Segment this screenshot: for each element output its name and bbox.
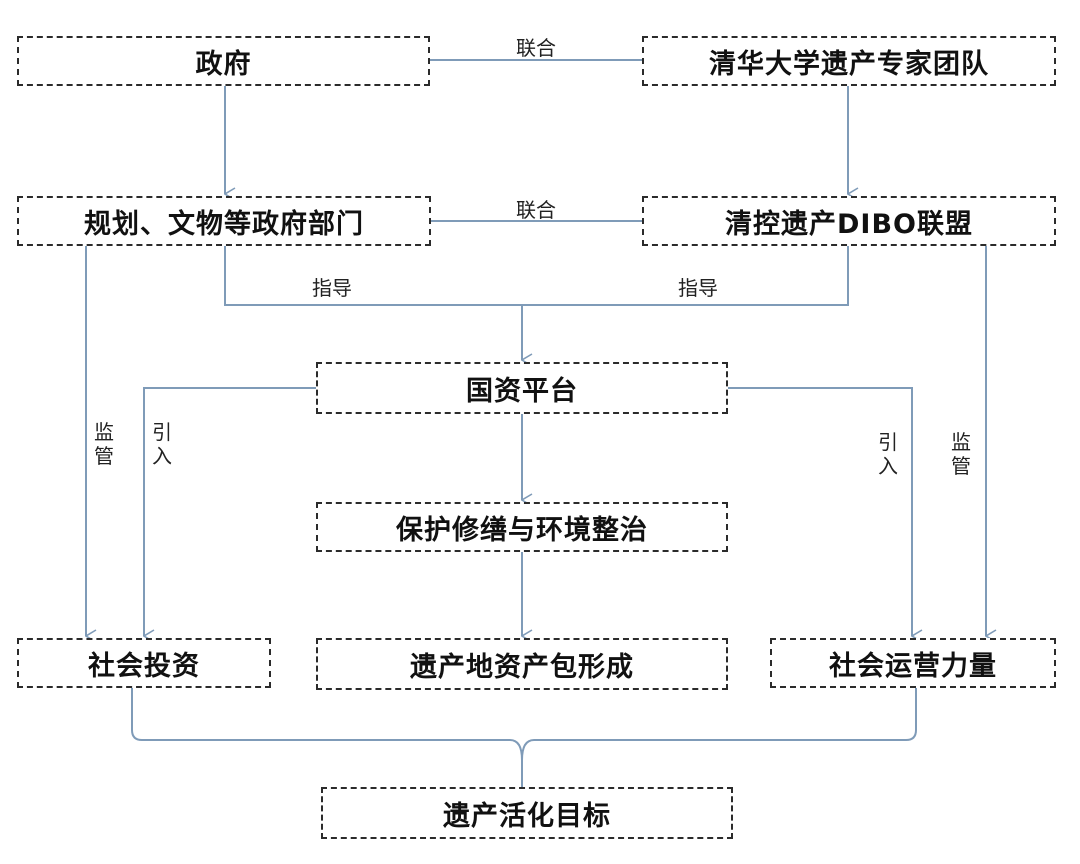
node-tsinghua-team: 清华大学遗产专家团队 xyxy=(642,36,1056,86)
edge-label-union-mid: 联合 xyxy=(516,198,556,222)
node-goal: 遗产活化目标 xyxy=(321,787,733,839)
edge-label-supervise-right: 监管 xyxy=(951,430,971,478)
edge-label-supervise-left: 监管 xyxy=(94,420,114,468)
node-protection-label: 保护修缮与环境整治 xyxy=(396,514,648,546)
arrow-introduce-right xyxy=(728,387,912,636)
arrow-introduce-left xyxy=(143,387,316,636)
node-social-investment-label: 社会投资 xyxy=(88,650,200,682)
edge-label-guide-left: 指导 xyxy=(312,276,352,300)
node-state-platform: 国资平台 xyxy=(316,362,728,414)
edge-label-guide-right: 指导 xyxy=(678,276,718,300)
edge-label-introduce-left: 引入 xyxy=(152,420,172,468)
node-government-label: 政府 xyxy=(195,48,252,80)
node-social-investment: 社会投资 xyxy=(17,638,271,688)
node-protection: 保护修缮与环境整治 xyxy=(316,502,728,552)
link-guide xyxy=(224,246,849,306)
node-gov-departments: 规划、文物等政府部门 xyxy=(17,196,431,246)
node-state-platform-label: 国资平台 xyxy=(466,375,578,407)
node-dibo-alliance: 清控遗产DIBO联盟 xyxy=(642,196,1056,246)
node-goal-label: 遗产活化目标 xyxy=(443,800,611,832)
brace-to-goal xyxy=(131,688,917,761)
edge-label-introduce-right: 引入 xyxy=(878,430,898,478)
node-asset-package-label: 遗产地资产包形成 xyxy=(410,651,634,683)
node-gov-departments-label: 规划、文物等政府部门 xyxy=(84,208,364,240)
node-social-operation: 社会运营力量 xyxy=(770,638,1056,688)
node-government: 政府 xyxy=(17,36,430,86)
node-asset-package: 遗产地资产包形成 xyxy=(316,638,728,690)
edge-label-union-top: 联合 xyxy=(516,36,556,60)
node-tsinghua-team-label: 清华大学遗产专家团队 xyxy=(709,48,989,80)
node-dibo-alliance-label: 清控遗产DIBO联盟 xyxy=(725,208,973,240)
node-social-operation-label: 社会运营力量 xyxy=(829,650,997,682)
